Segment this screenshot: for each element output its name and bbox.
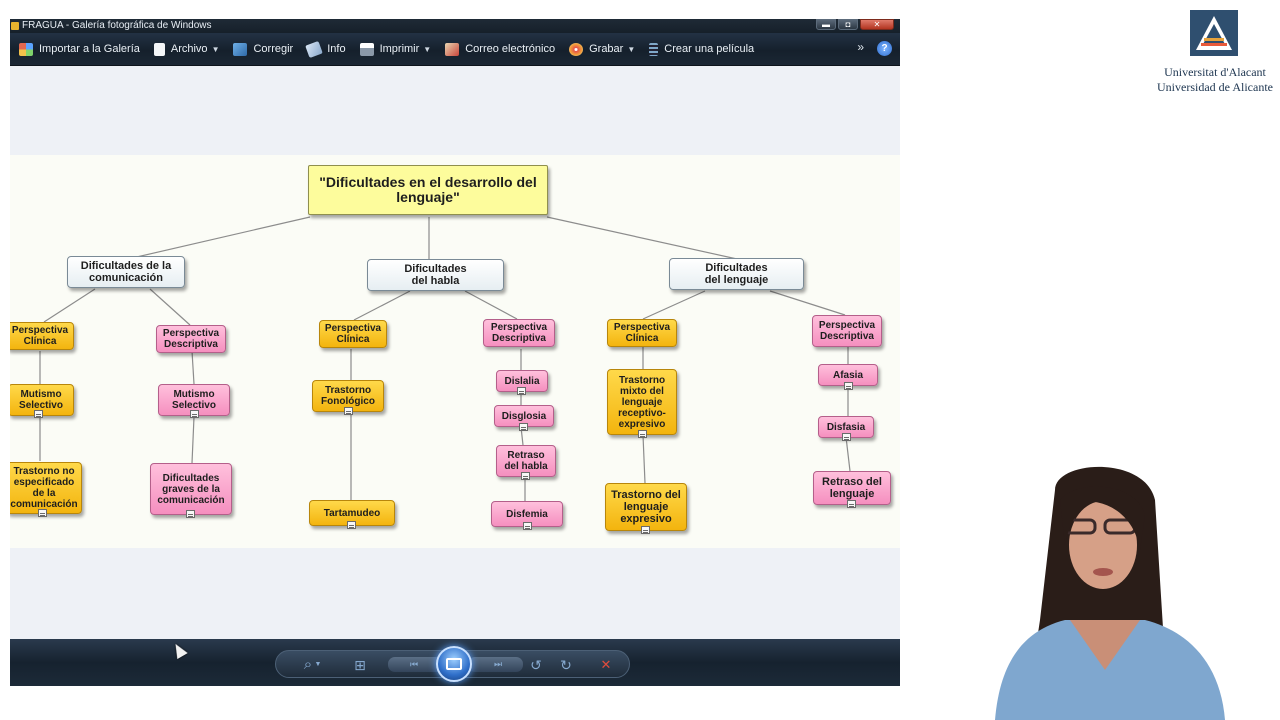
movie-icon bbox=[649, 42, 659, 56]
university-name-spanish: Universidad de Alicante bbox=[1157, 80, 1273, 94]
note-icon bbox=[38, 509, 47, 517]
file-menu-button[interactable]: Archivo ▼ bbox=[147, 38, 227, 60]
playback-controls: ⌕ ▼ ⊞ ⏮ ⏭ ↺ ↻ ✕ bbox=[275, 646, 630, 682]
perspective-node-clinica: Perspectiva Clínica bbox=[10, 322, 74, 350]
concept-node: Dificultades graves de la comunicación bbox=[150, 463, 232, 515]
category-node-lenguaje: Dificultades del lenguaje bbox=[669, 258, 804, 290]
info-button[interactable]: Info bbox=[300, 38, 352, 60]
email-icon bbox=[445, 42, 460, 56]
close-button[interactable]: ✕ bbox=[860, 19, 894, 30]
presenter-video bbox=[995, 466, 1225, 720]
note-icon bbox=[190, 410, 199, 418]
fix-icon bbox=[233, 42, 248, 56]
print-menu-button[interactable]: Imprimir ▼ bbox=[353, 38, 439, 60]
perspective-node-descriptiva: Perspectiva Descriptiva bbox=[156, 325, 226, 353]
perspective-node-descriptiva: Perspectiva Descriptiva bbox=[483, 319, 555, 347]
note-icon bbox=[641, 526, 650, 534]
note-icon bbox=[638, 430, 647, 438]
concept-node: Retraso del habla bbox=[496, 445, 556, 477]
note-icon bbox=[186, 510, 195, 518]
rotate-left-icon[interactable]: ↺ bbox=[530, 657, 542, 673]
delete-icon[interactable]: ✕ bbox=[600, 657, 612, 672]
university-name-valencian: Universitat d'Alacant bbox=[1164, 65, 1266, 79]
university-emblem-icon bbox=[1190, 10, 1238, 56]
note-icon bbox=[847, 500, 856, 508]
previous-icon: ⏮ bbox=[409, 659, 419, 669]
note-icon bbox=[523, 522, 532, 530]
previous-button[interactable]: ⏮ bbox=[388, 657, 443, 672]
title-bar: FRAGUA - Galería fotográfica de Windows … bbox=[10, 19, 900, 33]
concept-node: Trastorno mixto del lenguaje receptivo-e… bbox=[607, 369, 677, 435]
note-icon bbox=[844, 382, 853, 390]
concept-map-connectors bbox=[39, 216, 851, 501]
minimize-button[interactable]: ▬ bbox=[816, 19, 836, 30]
import-gallery-icon bbox=[19, 42, 33, 56]
email-button[interactable]: Correo electrónico bbox=[438, 38, 562, 60]
file-icon bbox=[153, 42, 165, 56]
note-icon bbox=[34, 410, 43, 418]
concept-map-image: "Dificultades en el desarrollo del lengu… bbox=[10, 155, 900, 548]
note-icon bbox=[842, 433, 851, 441]
chevron-down-icon: ▼ bbox=[423, 44, 432, 54]
concept-node: Retraso del lenguaje bbox=[813, 471, 891, 505]
note-icon bbox=[519, 423, 528, 431]
actual-size-icon[interactable]: ⊞ bbox=[354, 657, 366, 673]
note-icon bbox=[344, 407, 353, 415]
category-node-comunicacion: Dificultades de la comunicación bbox=[67, 256, 185, 288]
burn-disc-icon bbox=[569, 42, 584, 56]
note-icon bbox=[347, 521, 356, 529]
app-icon bbox=[11, 22, 19, 30]
toolbar: Importar a la Galería Archivo ▼ Corregir… bbox=[10, 33, 900, 66]
help-icon[interactable]: ? bbox=[877, 41, 892, 56]
next-button[interactable]: ⏭ bbox=[468, 657, 523, 672]
concept-node: Trastorno Fonológico bbox=[312, 380, 384, 412]
window-controls: ▬ ◘ ✕ bbox=[816, 19, 894, 31]
concept-node: Trastorno no especificado de la comunica… bbox=[10, 462, 82, 514]
chevron-down-icon: ▼ bbox=[627, 44, 636, 54]
photo-gallery-window: FRAGUA - Galería fotográfica de Windows … bbox=[10, 19, 900, 686]
window-title: FRAGUA - Galería fotográfica de Windows bbox=[22, 20, 212, 31]
info-icon bbox=[305, 40, 324, 58]
fix-button[interactable]: Corregir bbox=[226, 38, 300, 60]
category-node-habla: Dificultades del habla bbox=[367, 259, 504, 291]
note-icon bbox=[517, 387, 526, 395]
chevron-down-icon: ▼ bbox=[314, 661, 322, 668]
slideshow-icon bbox=[446, 658, 462, 670]
printer-icon bbox=[359, 42, 374, 56]
burn-menu-button[interactable]: Grabar ▼ bbox=[562, 38, 642, 60]
perspective-node-descriptiva: Perspectiva Descriptiva bbox=[812, 315, 882, 347]
rotate-right-icon[interactable]: ↻ bbox=[560, 657, 572, 673]
zoom-icon[interactable]: ⌕ bbox=[303, 656, 313, 673]
create-movie-button[interactable]: Crear una película bbox=[642, 38, 761, 60]
next-icon: ⏭ bbox=[493, 659, 503, 669]
note-icon bbox=[521, 472, 530, 480]
perspective-node-clinica: Perspectiva Clínica bbox=[319, 320, 387, 348]
perspective-node-clinica: Perspectiva Clínica bbox=[607, 319, 677, 347]
more-options-button[interactable]: » bbox=[857, 40, 864, 54]
slideshow-button[interactable] bbox=[436, 646, 472, 682]
map-title-node: "Dificultades en el desarrollo del lengu… bbox=[308, 165, 548, 215]
chevron-down-icon: ▼ bbox=[211, 44, 220, 54]
viewer-control-bar: ⌕ ▼ ⊞ ⏮ ⏭ ↺ ↻ ✕ bbox=[10, 639, 900, 686]
maximize-button[interactable]: ◘ bbox=[838, 19, 858, 30]
concept-node: Trastorno del lenguaje expresivo bbox=[605, 483, 687, 531]
import-gallery-button[interactable]: Importar a la Galería bbox=[12, 38, 147, 60]
